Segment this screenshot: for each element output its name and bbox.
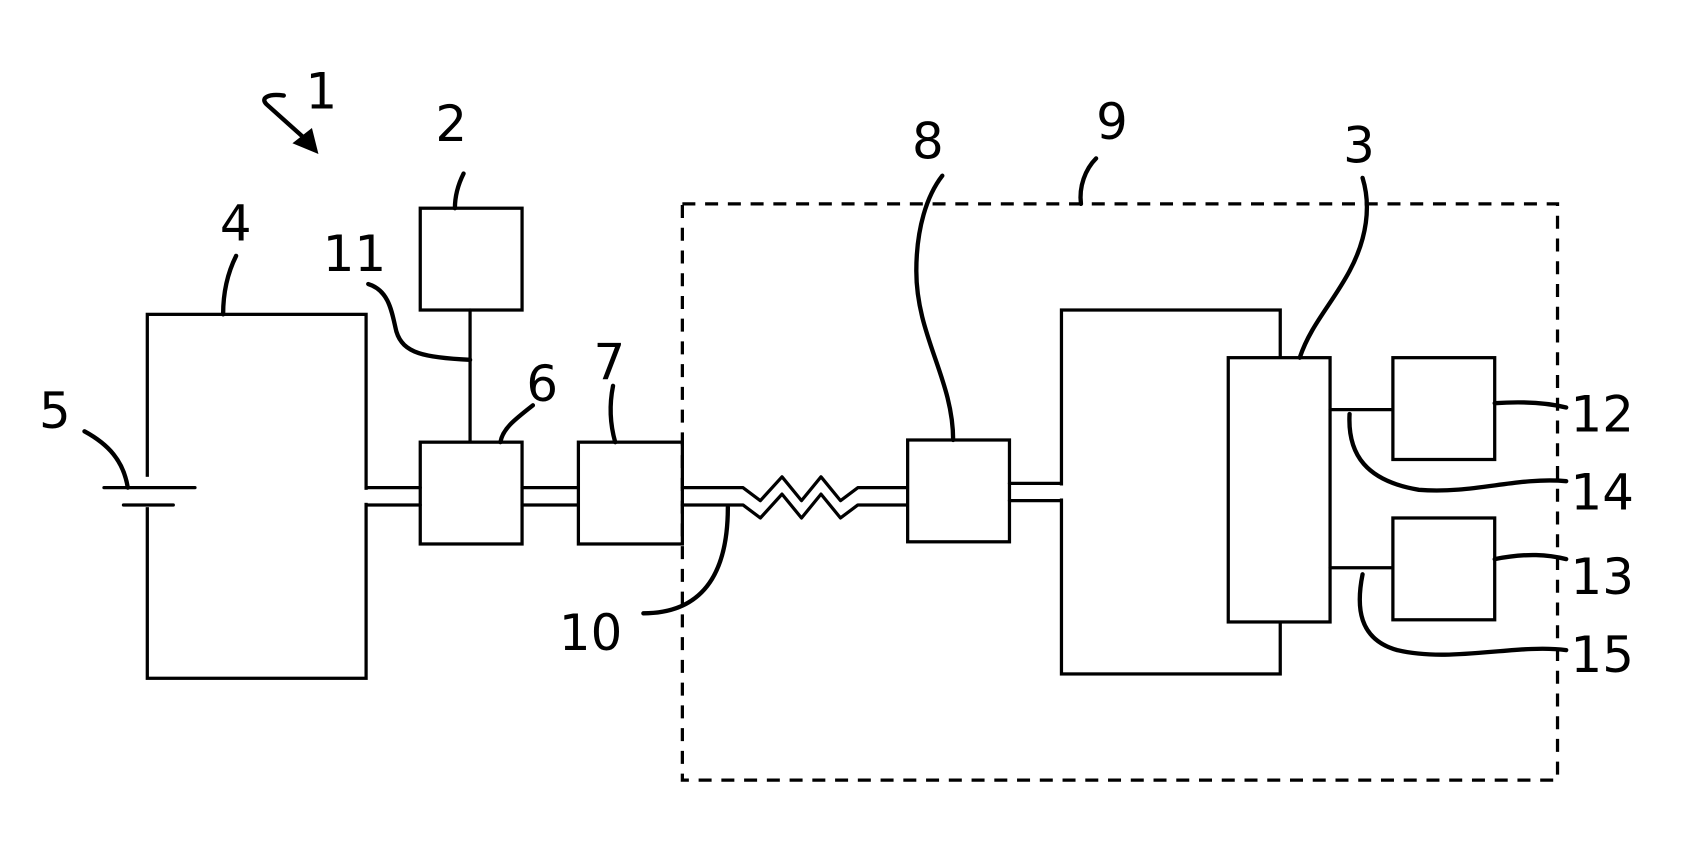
leader-2 <box>455 174 464 209</box>
block-7 <box>578 442 682 544</box>
leader-8 <box>916 176 953 440</box>
leader-4 <box>223 256 236 314</box>
block-6 <box>420 442 522 544</box>
leader-5 <box>84 431 127 487</box>
label-10: 10 <box>559 604 622 662</box>
label-15: 15 <box>1571 626 1634 684</box>
label-2: 2 <box>435 95 467 153</box>
label-13: 13 <box>1571 548 1634 606</box>
label-1: 1 <box>305 63 337 121</box>
label-11: 11 <box>323 225 386 283</box>
block-12 <box>1393 358 1495 460</box>
leader-9 <box>1081 158 1097 203</box>
label-3: 3 <box>1343 117 1375 175</box>
block-2 <box>420 208 522 310</box>
block-8 <box>908 440 1010 542</box>
leader-3 <box>1300 178 1367 358</box>
label-8: 8 <box>912 112 944 170</box>
label-4: 4 <box>220 195 252 253</box>
cable-10 <box>682 477 907 518</box>
label-7: 7 <box>594 333 626 391</box>
label-5: 5 <box>39 382 71 440</box>
block-3 <box>1228 358 1330 622</box>
label-9: 9 <box>1096 93 1128 151</box>
label-14: 14 <box>1571 463 1634 521</box>
block-4 <box>147 314 366 678</box>
leader-12 <box>1495 402 1566 407</box>
leader-13 <box>1495 555 1566 559</box>
label-12: 12 <box>1571 385 1634 443</box>
block-13 <box>1393 518 1495 620</box>
leader-7 <box>611 386 616 442</box>
leader-6 <box>500 405 532 442</box>
